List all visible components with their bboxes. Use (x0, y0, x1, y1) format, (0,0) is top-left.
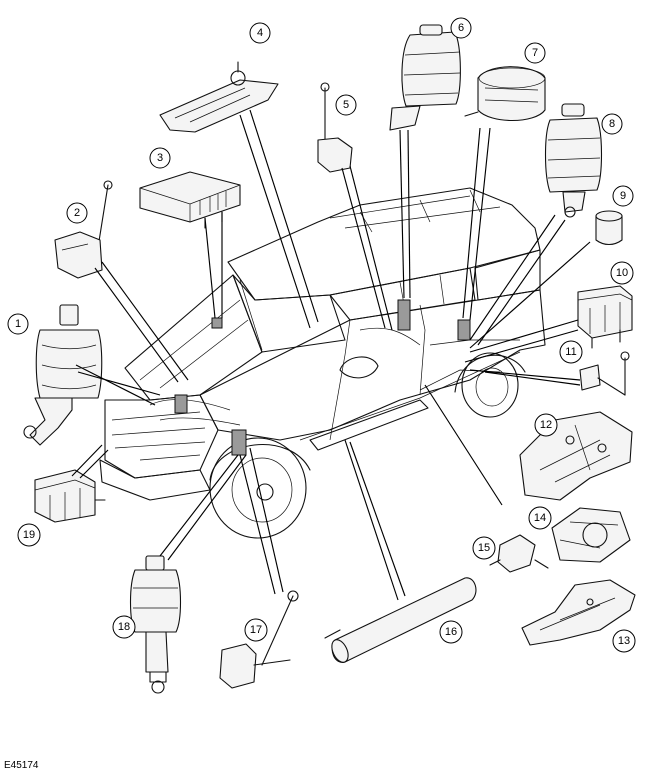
callout-14: 14 (528, 506, 552, 530)
callout-10: 10 (610, 261, 634, 285)
exhaust-valve (489, 534, 549, 573)
callout-4: 4 (249, 22, 271, 44)
rear-height-sensor-right (579, 351, 630, 396)
callout-18: 18 (112, 615, 136, 639)
front-air-spring-damper (23, 304, 103, 446)
svg-text:8: 8 (609, 118, 615, 130)
svg-text:17: 17 (250, 624, 262, 636)
rear-air-spring-upper (389, 24, 461, 131)
figure-id: E45174 (4, 760, 39, 771)
front-height-sensor-lower (219, 590, 299, 689)
callout-7: 7 (524, 42, 546, 64)
svg-text:1: 1 (15, 318, 21, 330)
callout-15: 15 (472, 536, 496, 560)
svg-text:14: 14 (534, 512, 546, 524)
svg-text:19: 19 (23, 529, 35, 541)
callout-12: 12 (534, 413, 558, 437)
pressure-sensor (595, 210, 623, 246)
height-control-switch (159, 61, 279, 133)
svg-text:16: 16 (445, 626, 457, 638)
callout-5: 5 (335, 94, 357, 116)
rear-air-spring-right (545, 103, 602, 218)
callout-19: 19 (17, 523, 41, 547)
svg-text:3: 3 (157, 152, 163, 164)
silencer-tube (324, 577, 477, 663)
callout-1: 1 (7, 313, 29, 335)
valve-block-front (34, 469, 106, 523)
svg-text:4: 4 (257, 27, 263, 39)
callout-6: 6 (450, 17, 472, 39)
svg-text:13: 13 (618, 635, 630, 647)
callout-13: 13 (612, 629, 636, 653)
callout-17: 17 (244, 618, 268, 642)
vehicle-outline (99, 187, 546, 539)
svg-text:18: 18 (118, 621, 130, 633)
callout-11: 11 (559, 340, 583, 364)
callout-9: 9 (612, 185, 634, 207)
svg-text:10: 10 (616, 267, 628, 279)
front-air-spring-damper-lower (130, 555, 181, 694)
svg-text:7: 7 (532, 47, 538, 59)
valve-block-rear (577, 285, 633, 349)
svg-text:15: 15 (478, 542, 490, 554)
leader-lines (71, 109, 591, 601)
svg-text:11: 11 (565, 346, 576, 358)
air-reservoir (464, 66, 546, 121)
svg-text:9: 9 (620, 190, 626, 202)
air-compressor (551, 507, 631, 563)
svg-text:5: 5 (343, 99, 349, 111)
svg-text:12: 12 (540, 419, 552, 431)
callout-3: 3 (149, 147, 171, 169)
callout-16: 16 (439, 620, 463, 644)
svg-text:6: 6 (458, 22, 464, 34)
compressor-mounting-bracket (521, 579, 636, 646)
front-height-sensor (54, 180, 113, 279)
svg-text:2: 2 (74, 207, 80, 219)
control-module (139, 171, 241, 229)
callout-8: 8 (601, 113, 623, 135)
callout-2: 2 (66, 202, 88, 224)
